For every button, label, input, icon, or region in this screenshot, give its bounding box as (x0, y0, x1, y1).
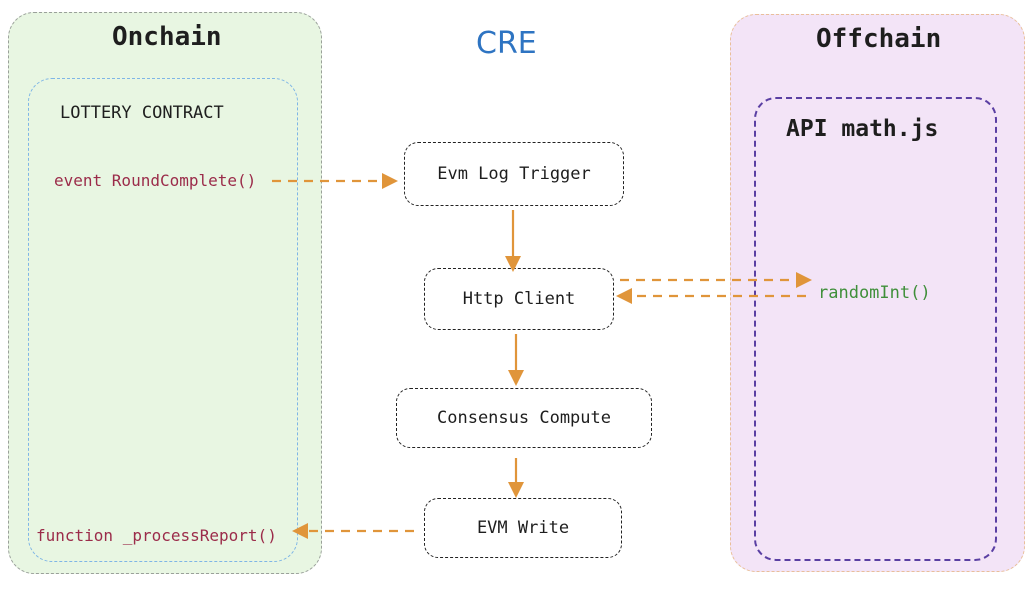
arrowhead-http-to-consensus (508, 370, 524, 386)
evm-write-label: EVM Write (476, 518, 570, 538)
offchain-title: Offchain (816, 24, 942, 54)
evm-write-node: EVM Write (424, 498, 622, 558)
api-mathjs-label: API math.js (786, 116, 939, 142)
arrowhead-event-to-trigger (382, 173, 398, 189)
consensus-compute-label: Consensus Compute (437, 408, 611, 428)
arrowhead-write-to-process (292, 523, 308, 539)
cre-title: CRE (476, 26, 537, 61)
lottery-contract-box (28, 78, 298, 562)
http-client-label: Http Client (462, 289, 576, 309)
api-mathjs-box (754, 97, 997, 561)
function-process-report: function _processReport() (36, 526, 277, 545)
consensus-compute-node: Consensus Compute (396, 388, 652, 448)
evm-log-trigger-node: Evm Log Trigger (404, 142, 624, 206)
arrowhead-trigger-to-http (505, 256, 521, 272)
onchain-panel (8, 12, 322, 574)
arrowhead-http-to-randomint (796, 272, 812, 288)
arrowhead-randomint-to-http (616, 288, 632, 304)
onchain-title: Onchain (112, 22, 222, 52)
random-int-function: randomInt() (818, 283, 931, 303)
event-round-complete: event RoundComplete() (54, 171, 257, 190)
lottery-contract-label: LOTTERY CONTRACT (60, 103, 224, 123)
arrowhead-consensus-to-write (508, 482, 524, 498)
evm-log-trigger-label: Evm Log Trigger (437, 164, 591, 184)
http-client-node: Http Client (424, 268, 614, 330)
